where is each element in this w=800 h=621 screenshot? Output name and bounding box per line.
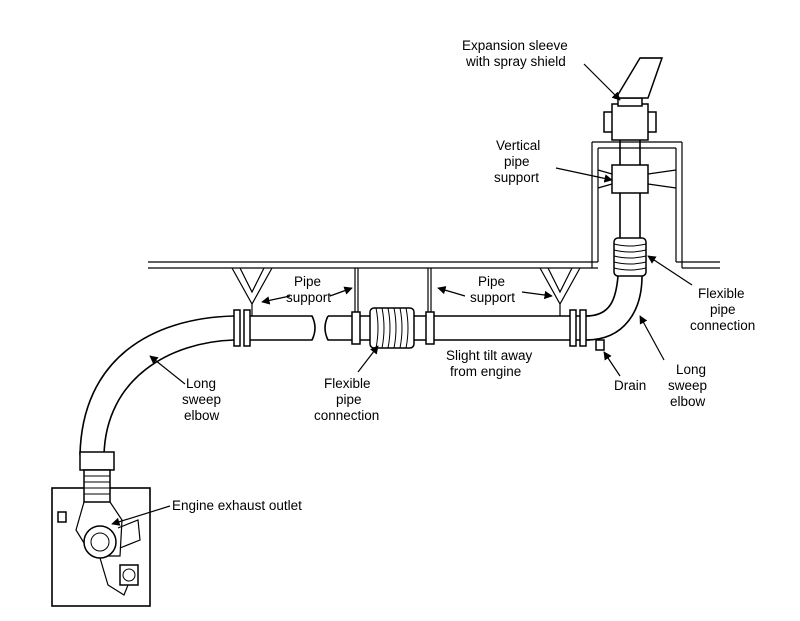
label-long-sweep-right-2: sweep <box>668 378 707 393</box>
label-flexible-center-3: connection <box>314 408 379 423</box>
label-vertical-support-2: pipe <box>504 154 530 169</box>
label-slight-tilt-1: Slight tilt away <box>446 348 533 363</box>
label-vertical-support-3: support <box>494 170 539 185</box>
label-flexible-center-1: Flexible <box>324 376 371 391</box>
ceiling <box>148 141 720 269</box>
label-long-sweep-right-3: elbow <box>670 394 706 409</box>
labels: Expansion sleeve with spray shield Verti… <box>172 38 755 513</box>
label-long-sweep-left-1: Long <box>186 376 216 391</box>
hanger-rods <box>354 268 432 316</box>
y-support-right <box>539 267 581 316</box>
label-drain: Drain <box>614 378 646 393</box>
right-elbow <box>585 57 677 351</box>
leader-arrows <box>111 63 693 526</box>
engine <box>51 451 151 607</box>
left-elbow <box>79 315 235 456</box>
label-pipe-support-right-2: support <box>470 290 515 305</box>
label-slight-tilt-2: from engine <box>450 364 521 379</box>
label-vertical-support-1: Vertical <box>496 138 540 153</box>
label-long-sweep-right-1: Long <box>676 362 706 377</box>
center-bellows <box>369 307 415 349</box>
label-flexible-right-2: pipe <box>710 302 736 317</box>
label-flexible-center-2: pipe <box>336 392 362 407</box>
label-engine-exhaust: Engine exhaust outlet <box>172 498 302 513</box>
label-flexible-right-3: connection <box>690 318 755 333</box>
label-pipe-support-left-2: support <box>286 290 331 305</box>
label-pipe-support-right-1: Pipe <box>478 274 505 289</box>
label-long-sweep-left-2: sweep <box>182 392 221 407</box>
label-expansion-sleeve-2: with spray shield <box>465 54 566 69</box>
label-flexible-right-1: Flexible <box>698 286 745 301</box>
label-long-sweep-left-3: elbow <box>184 408 220 423</box>
label-pipe-support-left-1: Pipe <box>294 274 321 289</box>
label-expansion-sleeve-1: Expansion sleeve <box>462 38 568 53</box>
y-support-left <box>231 267 273 316</box>
